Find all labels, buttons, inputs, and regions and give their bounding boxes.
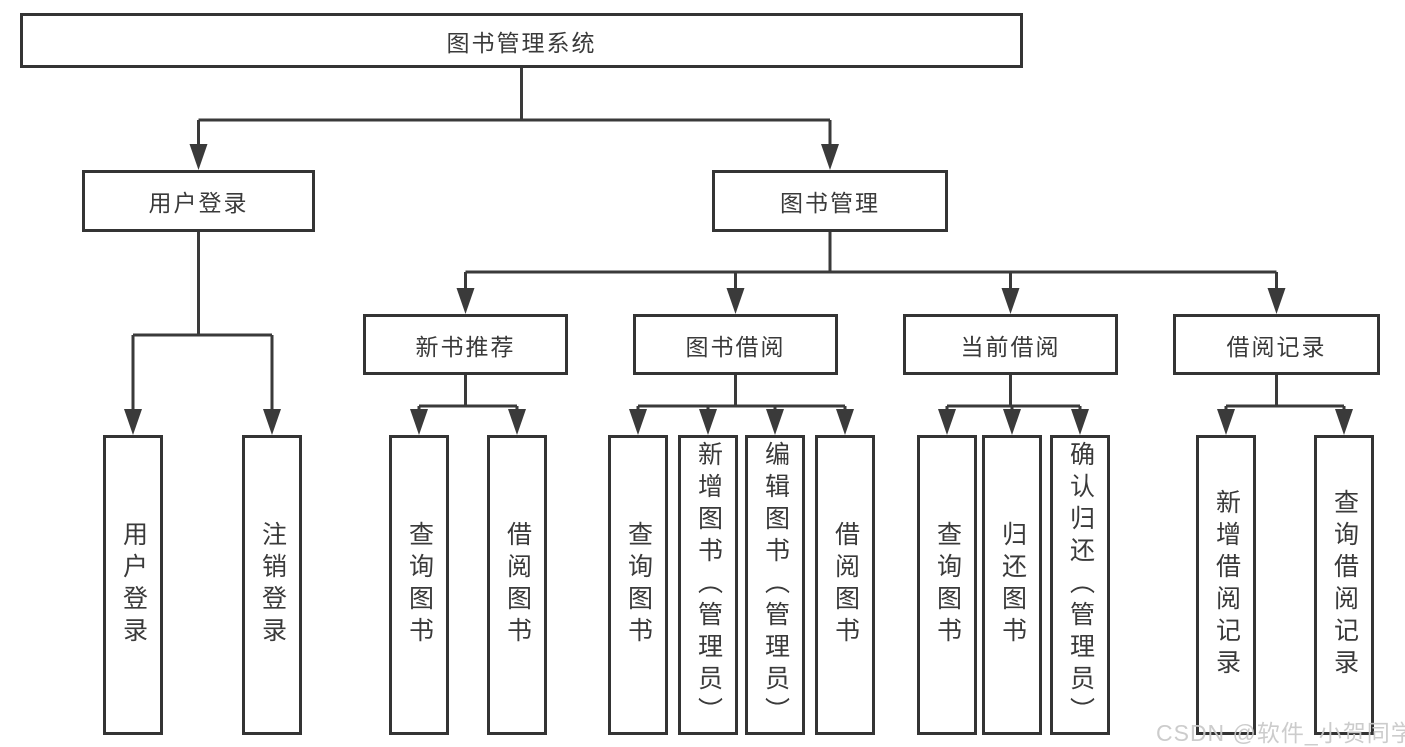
arrow-down-icon [726, 288, 745, 314]
arrow-down-icon [456, 288, 475, 314]
node-leaf-add-book-admin: 新增图书（管理员） [678, 435, 738, 735]
node-leaf-query-borrow-record: 查询借阅记录 [1314, 435, 1374, 735]
node-book-borrowing: 图书借阅 [633, 314, 838, 375]
arrow-down-icon [263, 409, 281, 435]
arrow-down-icon [836, 409, 854, 435]
arrow-down-icon [1335, 409, 1353, 435]
node-leaf-query-books-1: 查询图书 [389, 435, 449, 735]
arrow-down-icon [508, 409, 526, 435]
connector-current-borrow-to-leaves [938, 375, 1089, 435]
node-leaf-edit-book-admin: 编辑图书（管理员） [745, 435, 805, 735]
node-leaf-confirm-return-admin: 确认归还（管理员） [1050, 435, 1110, 735]
connector-new-book-rec-to-leaves [410, 375, 526, 435]
node-leaf-add-borrow-record: 新增借阅记录 [1196, 435, 1256, 735]
arrow-down-icon [821, 144, 839, 170]
node-leaf-query-books-2: 查询图书 [608, 435, 668, 735]
node-leaf-user-login: 用户登录 [103, 435, 163, 735]
connector-root-to-level2 [189, 68, 839, 170]
arrow-down-icon [124, 409, 142, 435]
arrow-down-icon [1001, 288, 1020, 314]
node-leaf-return-book: 归还图书 [982, 435, 1042, 735]
arrow-down-icon [766, 409, 784, 435]
connector-book-mgmt-to-level3 [456, 232, 1286, 314]
connector-borrow-records-to-leaves [1217, 375, 1353, 435]
node-leaf-borrow-books-2: 借阅图书 [815, 435, 875, 735]
node-borrowing-records: 借阅记录 [1173, 314, 1380, 375]
node-book-management: 图书管理 [712, 170, 948, 232]
node-new-book-recommendation: 新书推荐 [363, 314, 568, 375]
node-leaf-query-books-3: 查询图书 [917, 435, 977, 735]
node-root: 图书管理系统 [20, 13, 1023, 68]
arrow-down-icon [699, 409, 717, 435]
node-leaf-logout: 注销登录 [242, 435, 302, 735]
arrow-down-icon [938, 409, 956, 435]
arrow-down-icon [1071, 409, 1089, 435]
csdn-watermark: CSDN @软件_小贺同学 [1156, 720, 1405, 746]
connector-book-borrow-to-leaves [629, 375, 854, 435]
node-user-login: 用户登录 [82, 170, 315, 232]
arrow-down-icon [1217, 409, 1235, 435]
node-leaf-borrow-books-1: 借阅图书 [487, 435, 547, 735]
connector-user-login-to-leaves [124, 232, 281, 435]
arrow-down-icon [1267, 288, 1286, 314]
arrow-down-icon [1003, 409, 1021, 435]
arrow-down-icon [189, 144, 208, 170]
arrow-down-icon [629, 409, 647, 435]
node-current-borrowing: 当前借阅 [903, 314, 1118, 375]
arrow-down-icon [410, 409, 428, 435]
